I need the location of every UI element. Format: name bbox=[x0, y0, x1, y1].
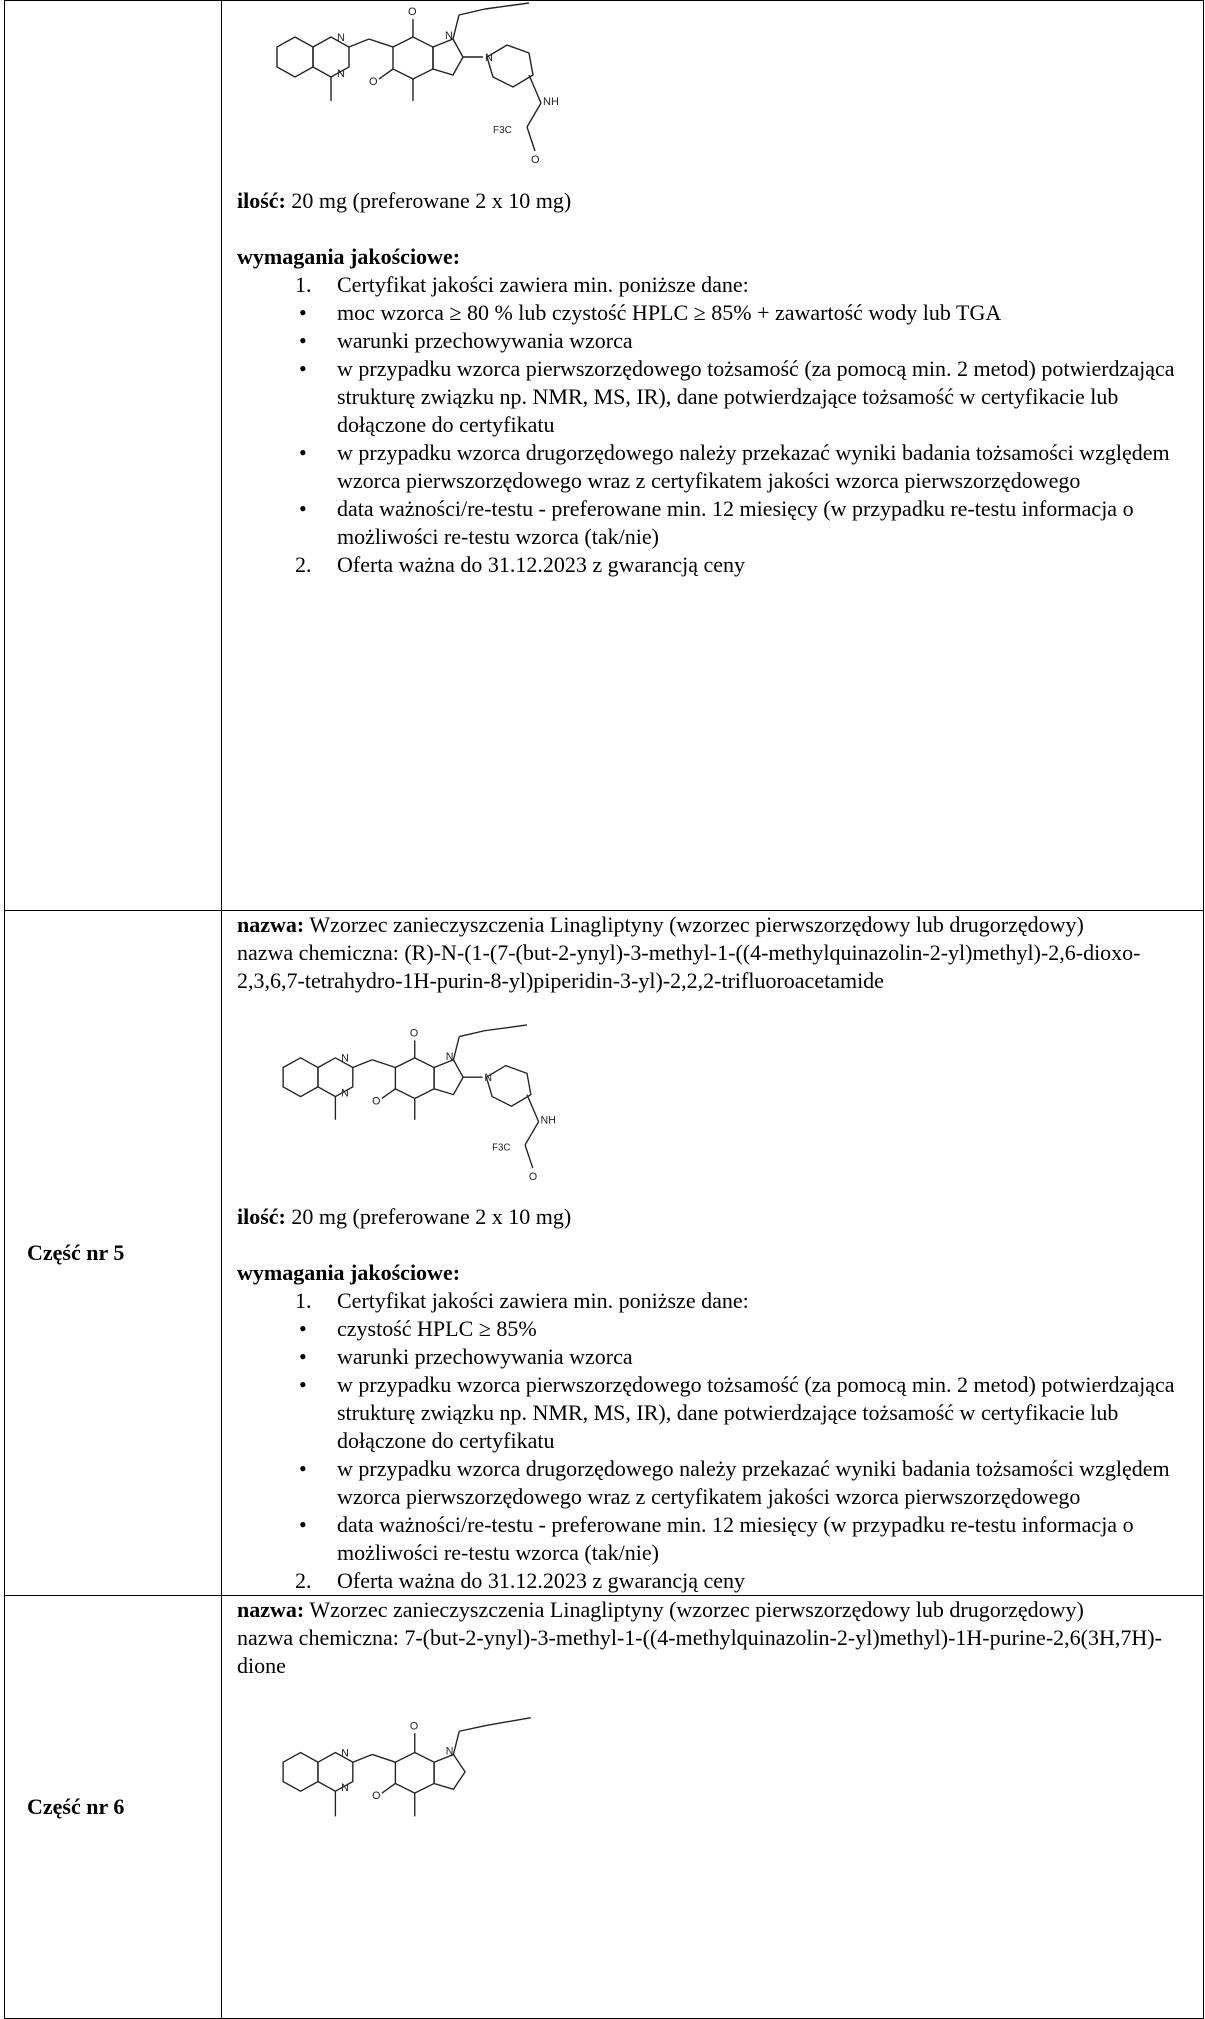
name-label: nazwa: bbox=[237, 1597, 305, 1622]
atom-label: O bbox=[529, 1171, 537, 1183]
atom-label: N bbox=[341, 1747, 349, 1759]
structure-image: N N O O N N NH F3C O bbox=[276, 2, 559, 166]
part-content: nazwa: Wzorzec zanieczyszczenia Linaglip… bbox=[221, 910, 1204, 1596]
list-item: data ważności/re-testu - preferowane min… bbox=[237, 495, 1195, 551]
atom-label: F3C bbox=[492, 1143, 510, 1154]
atom-label: N bbox=[446, 1051, 454, 1063]
chemical-name-value: 7-(but-2-ynyl)-3-methyl-1-((4-methylquin… bbox=[237, 1625, 1162, 1678]
atom-label: N bbox=[341, 1782, 349, 1794]
list-item: w przypadku wzorca drugorzędowego należy… bbox=[237, 1455, 1195, 1511]
document: N N O O N N NH F3C O ilość: 20 mg (prefe… bbox=[4, 0, 1204, 2019]
atom-label: N bbox=[341, 1053, 349, 1065]
table-row: Część nr 5 nazwa: Wzorzec zanieczyszczen… bbox=[4, 910, 1204, 1596]
list-item: 1.Certyfikat jakości zawiera min. poniżs… bbox=[295, 1288, 749, 1313]
atom-label: N bbox=[445, 30, 453, 42]
requirements-list: 2.Oferta ważna do 31.12.2023 z gwarancją… bbox=[237, 1567, 1195, 1595]
part-content: nazwa: Wzorzec zanieczyszczenia Linaglip… bbox=[221, 1595, 1204, 2019]
atom-label: O bbox=[531, 154, 540, 166]
quantity-line: ilość: 20 mg (preferowane 2 x 10 mg) bbox=[237, 187, 1195, 215]
structure-image: N N O O N bbox=[282, 1717, 531, 1817]
atom-label: N bbox=[337, 32, 345, 44]
atom-label: O bbox=[408, 6, 417, 18]
atom-label: N bbox=[337, 68, 345, 80]
name-value: Wzorzec zanieczyszczenia Linagliptyny (w… bbox=[309, 1597, 1084, 1622]
chemical-name-label: nazwa chemiczna: bbox=[237, 940, 399, 965]
chemical-name-line: nazwa chemiczna: 7-(but-2-ynyl)-3-methyl… bbox=[237, 1624, 1195, 1680]
table-row: Część nr 6 nazwa: Wzorzec zanieczyszczen… bbox=[4, 1595, 1204, 2019]
list-item: czystość HPLC ≥ 85% bbox=[237, 1315, 1195, 1343]
list-item: moc wzorca ≥ 80 % lub czystość HPLC ≥ 85… bbox=[237, 299, 1195, 327]
requirements-heading: wymagania jakościowe: bbox=[237, 244, 461, 269]
atom-label: NH bbox=[543, 96, 559, 108]
list-item: warunki przechowywania wzorca bbox=[237, 1343, 1195, 1371]
structure-image: N N O O N N NH F3C O bbox=[282, 1024, 556, 1183]
quantity-label: ilość: bbox=[237, 1204, 286, 1229]
bullet-list: moc wzorca ≥ 80 % lub czystość HPLC ≥ 85… bbox=[237, 299, 1195, 551]
atom-label: N bbox=[341, 1088, 349, 1100]
atom-label: NH bbox=[541, 1115, 556, 1127]
list-item: warunki przechowywania wzorca bbox=[237, 327, 1195, 355]
part-label: Część nr 6 bbox=[4, 1595, 222, 2019]
atom-label: N bbox=[446, 1745, 454, 1757]
quantity-value: 20 mg (preferowane 2 x 10 mg) bbox=[291, 1204, 572, 1229]
chemical-name-line: nazwa chemiczna: (R)-N-(1-(7-(but-2-ynyl… bbox=[237, 939, 1195, 995]
requirements-heading: wymagania jakościowe: bbox=[237, 1260, 461, 1285]
name-line: nazwa: Wzorzec zanieczyszczenia Linaglip… bbox=[237, 1596, 1195, 1624]
requirements-list: 2.Oferta ważna do 31.12.2023 z gwarancją… bbox=[237, 551, 1195, 579]
atom-label: O bbox=[410, 1028, 418, 1040]
quantity-value: 20 mg (preferowane 2 x 10 mg) bbox=[291, 188, 572, 213]
atom-label: F3C bbox=[493, 125, 512, 136]
requirements-table: N N O O N N NH F3C O ilość: 20 mg (prefe… bbox=[4, 0, 1204, 2019]
bullet-list: czystość HPLC ≥ 85% warunki przechowywan… bbox=[237, 1315, 1195, 1567]
part-label: Część nr 5 bbox=[4, 910, 222, 1596]
name-value: Wzorzec zanieczyszczenia Linagliptyny (w… bbox=[309, 912, 1084, 937]
part-content: N N O O N N NH F3C O ilość: 20 mg (prefe… bbox=[221, 0, 1204, 911]
atom-label: O bbox=[410, 1720, 418, 1732]
name-line: nazwa: Wzorzec zanieczyszczenia Linaglip… bbox=[237, 911, 1195, 939]
atom-label: O bbox=[372, 1790, 380, 1802]
list-item: 2.Oferta ważna do 31.12.2023 z gwarancją… bbox=[295, 552, 746, 577]
requirements-list: 1.Certyfikat jakości zawiera min. poniżs… bbox=[237, 271, 1195, 299]
table-row: N N O O N N NH F3C O ilość: 20 mg (prefe… bbox=[4, 0, 1204, 911]
atom-label: O bbox=[372, 1095, 380, 1107]
list-item: w przypadku wzorca drugorzędowego należy… bbox=[237, 439, 1195, 495]
list-item: w przypadku wzorca pierwszorzędowego toż… bbox=[237, 1371, 1195, 1455]
atom-label: O bbox=[369, 76, 378, 88]
part-label bbox=[4, 0, 222, 911]
list-item: 2.Oferta ważna do 31.12.2023 z gwarancją… bbox=[295, 1568, 746, 1593]
chemical-name-value: (R)-N-(1-(7-(but-2-ynyl)-3-methyl-1-((4-… bbox=[237, 940, 1141, 993]
atom-label: N bbox=[484, 1072, 492, 1084]
list-item: w przypadku wzorca pierwszorzędowego toż… bbox=[237, 355, 1195, 439]
quantity-label: ilość: bbox=[237, 188, 286, 213]
requirements-list: 1.Certyfikat jakości zawiera min. poniżs… bbox=[237, 1287, 1195, 1315]
name-label: nazwa: bbox=[237, 912, 305, 937]
atom-label: N bbox=[485, 52, 493, 64]
chemical-name-label: nazwa chemiczna: bbox=[237, 1625, 399, 1650]
quantity-line: ilość: 20 mg (preferowane 2 x 10 mg) bbox=[237, 1203, 1195, 1231]
list-item: 1.Certyfikat jakości zawiera min. poniżs… bbox=[295, 272, 749, 297]
list-item: data ważności/re-testu - preferowane min… bbox=[237, 1511, 1195, 1567]
